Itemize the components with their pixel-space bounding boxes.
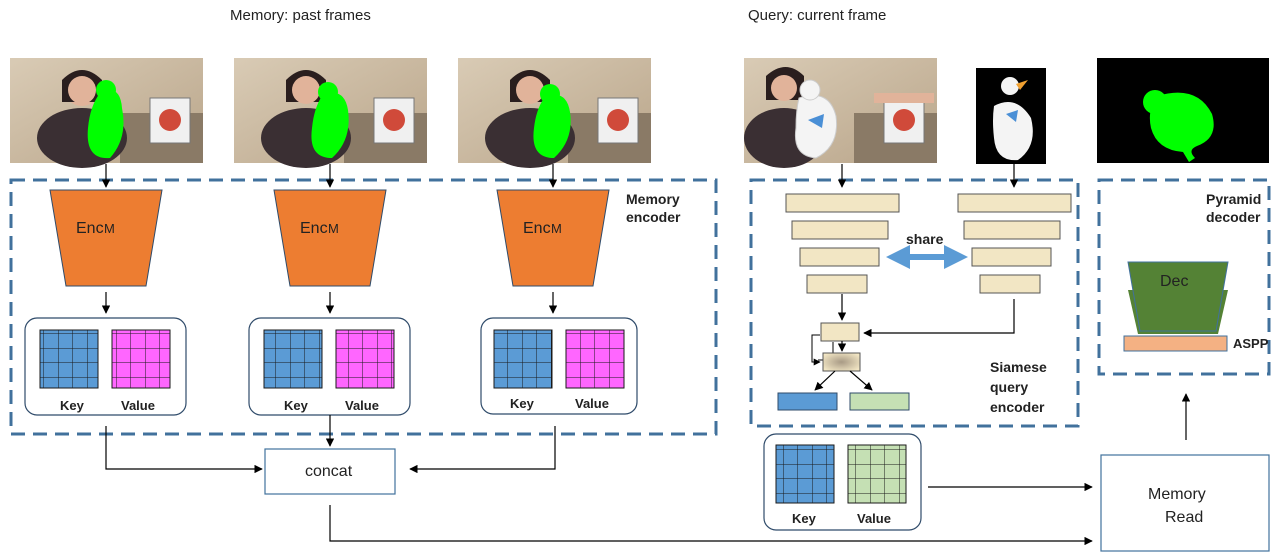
memory-read-label: Memory: [1148, 486, 1206, 503]
memory-encoder-label: Memory: [626, 191, 680, 207]
memory-encoder-1: [49, 189, 163, 287]
decoder-group: [1097, 178, 1271, 376]
encoder-2-subscript: M: [328, 221, 339, 236]
memory-read-box: [1100, 454, 1270, 552]
encoder-1-label: Enc: [76, 220, 104, 237]
encoder-2-label: Enc: [300, 220, 328, 237]
share-label: share: [906, 231, 944, 247]
key-label-2: Key: [284, 398, 309, 413]
memory-frame-2: [234, 58, 427, 168]
memory-header: Memory: past frames: [230, 7, 371, 24]
query-attention-block: [822, 352, 861, 372]
query-layer-r3: [971, 247, 1052, 267]
query-value-output: [849, 392, 910, 411]
memory-read-label-2: Read: [1165, 509, 1203, 526]
memory-encoder-3: [496, 189, 610, 287]
query-encoder-label-2: query: [990, 379, 1028, 395]
encoder-1-subscript: M: [104, 221, 115, 236]
query-header: Query: current frame: [748, 7, 886, 24]
query-layer-r4: [979, 274, 1041, 294]
aspp-label: ASPP: [1233, 336, 1269, 351]
query-layer-r1: [957, 193, 1072, 213]
query-key-output: [777, 392, 838, 411]
decoder-label-dec: Dec: [1160, 273, 1188, 290]
key-label-1: Key: [60, 398, 85, 413]
concat-label: concat: [305, 463, 353, 480]
key-label-3: Key: [510, 396, 535, 411]
encoder-3-label: Enc: [523, 220, 551, 237]
query-layer-l2: [791, 220, 889, 240]
memory-encoder-label-2: encoder: [626, 209, 681, 225]
predicted-mask: [1097, 58, 1269, 163]
query-frame: [744, 58, 937, 168]
aspp-block: [1123, 335, 1228, 352]
value-label-1: Value: [121, 398, 155, 413]
memory-frame-1: [10, 58, 203, 168]
query-encoder-group: [749, 178, 1080, 428]
query-object-crop: [976, 68, 1046, 164]
memory-frame-3: [458, 58, 651, 168]
query-fuse-block: [820, 322, 860, 342]
encoder-3-subscript: M: [551, 221, 562, 236]
decoder-label-2: decoder: [1206, 209, 1261, 225]
concat-box: [264, 448, 396, 495]
query-layer-r2: [963, 220, 1061, 240]
query-value-label: Value: [857, 511, 891, 526]
query-layer-l3: [799, 247, 880, 267]
query-layer-l4: [806, 274, 868, 294]
query-encoder-label: Siamese: [990, 359, 1047, 375]
value-label-3: Value: [575, 396, 609, 411]
value-label-2: Value: [345, 398, 379, 413]
query-layer-l1: [785, 193, 900, 213]
query-key-label: Key: [792, 511, 817, 526]
query-encoder-label-3: encoder: [990, 399, 1045, 415]
decoder-label: Pyramid: [1206, 191, 1261, 207]
memory-encoder-group: [9, 178, 718, 436]
memory-encoder-2: [273, 189, 387, 287]
